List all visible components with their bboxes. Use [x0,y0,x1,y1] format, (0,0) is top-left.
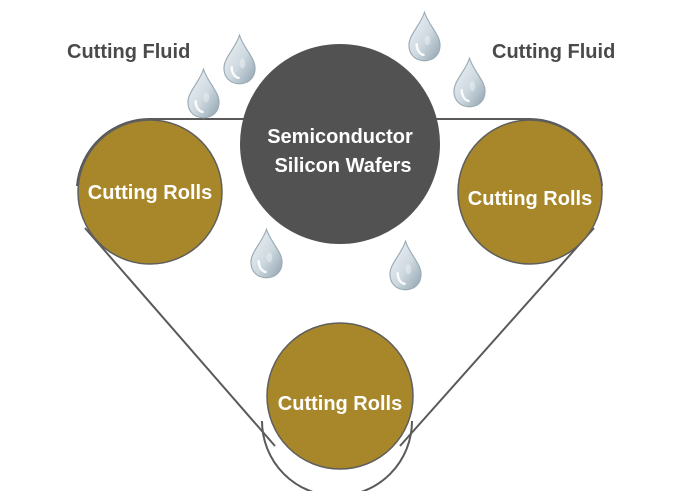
cutting-roll-left-label: Cutting Rolls [88,182,212,204]
cutting-roll-left: Cutting Rolls [77,119,223,265]
cutting-roll-bottom: Cutting Rolls [266,322,414,470]
belt-bottom-arc [261,420,413,491]
cutting-roll-right: Cutting Rolls [457,119,603,265]
water-droplet-icon [389,240,422,291]
wafer-label-line1: Semiconductor [267,126,413,148]
water-droplet-icon [408,11,441,62]
silicon-wafer: Semiconductor Silicon Wafers [240,44,440,244]
cutting-fluid-label-right: Cutting Fluid [492,41,615,63]
belt-left-arc [76,117,151,187]
belt-left-diagonal [84,227,276,447]
water-droplet-icon [250,228,283,279]
cutting-belt [76,117,603,491]
water-droplet-icon [187,68,220,119]
belt-right-diagonal [399,227,595,447]
wafer-label-line2: Silicon Wafers [274,155,411,177]
water-droplet-icon [453,57,486,108]
water-droplet-icon [223,34,256,85]
cutting-roll-right-label: Cutting Rolls [468,188,592,210]
cutting-roll-bottom-label: Cutting Rolls [278,393,402,415]
cutting-fluid-label-left: Cutting Fluid [67,41,190,63]
